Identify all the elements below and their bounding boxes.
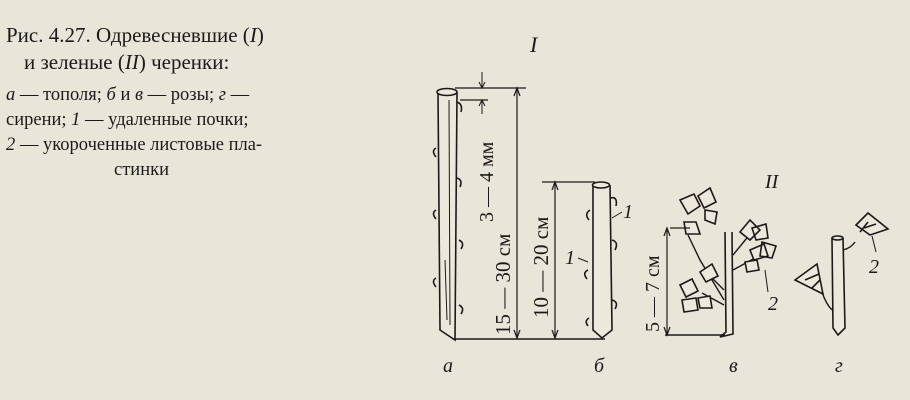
figure-number: Рис. 4.27. (6, 23, 91, 47)
dimension-green-length: 5 — 7 см (642, 255, 664, 332)
legend-text: — розы; (143, 85, 219, 105)
legend-text: — тополя; (15, 85, 107, 105)
panel-letter-a: а (443, 355, 453, 377)
marker-removed-bud-2: 1 (565, 247, 575, 269)
legend-key: г (218, 85, 226, 105)
marker-removed-bud-1: 1 (623, 201, 633, 223)
caption-legend: а — тополя; б и в — розы; г — сирени; 1 … (6, 83, 306, 183)
legend-text: — укороченные листовые пла- (15, 135, 263, 155)
panel-letter-g: г (835, 355, 843, 377)
group-label-i: I (529, 32, 539, 57)
legend-text: стинки (114, 160, 169, 180)
caption-text: Одревесневшие ( (96, 23, 250, 47)
legend-key: 1 (71, 110, 81, 130)
legend-key: 2 (6, 135, 16, 155)
caption-group-1: I (249, 23, 257, 47)
dimension-bud-gap: 3 — 4 мм (476, 141, 498, 222)
panel-letter-b: б (594, 355, 605, 377)
legend-key: а (6, 85, 16, 105)
caption-text: ) (256, 23, 264, 47)
legend-key: б (106, 85, 116, 105)
rose-green-cutting-drawing (663, 186, 778, 338)
caption-group-2: II (124, 50, 139, 74)
dimension-poplar-length: 15 — 30 см (491, 234, 515, 335)
legend-text: сирени; (6, 110, 72, 130)
dimension-rose-woody-length: 10 — 20 см (529, 217, 553, 318)
caption-title: Рис. 4.27. Одревесневшие (I) (6, 22, 306, 49)
caption-text: ) черенки: (138, 50, 230, 74)
marker-shortened-leaf-2: 2 (869, 256, 879, 278)
legend-key: в (134, 85, 144, 105)
caption-text: и зеленые ( (24, 50, 125, 74)
panel-letter-v: в (729, 355, 738, 377)
caption-title-line2: и зеленые (II) черенки: (6, 49, 306, 76)
rose-woody-cutting-drawing (542, 180, 623, 340)
lilac-green-cutting-drawing (793, 211, 890, 337)
figure-caption: Рис. 4.27. Одревесневшие (I) и зеленые (… (6, 22, 306, 183)
marker-shortened-leaf-1: 2 (768, 293, 778, 315)
legend-text: — удаленные почки; (80, 110, 249, 130)
group-label-ii: II (764, 171, 780, 193)
legend-text: — (226, 85, 250, 105)
poplar-cutting-drawing (432, 72, 605, 342)
legend-text: и (115, 85, 135, 105)
